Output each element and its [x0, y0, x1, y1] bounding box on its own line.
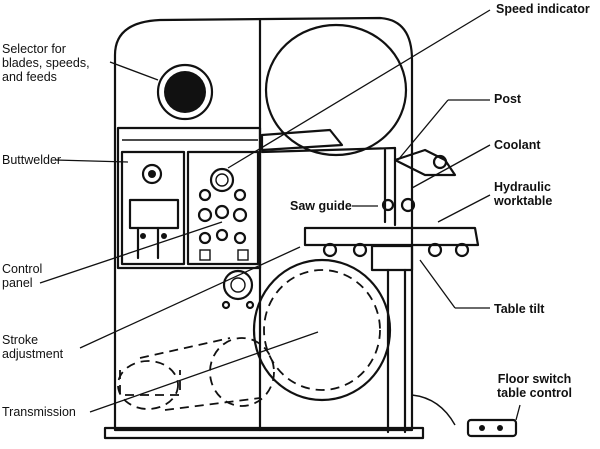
machine-housing: [113, 16, 414, 432]
floor-switch: [466, 418, 518, 438]
selector-dial: [156, 63, 214, 121]
upper-wheel: [264, 23, 408, 157]
label-buttwelder: Buttwelder: [2, 153, 62, 167]
upper-guard: [260, 128, 344, 152]
label-table-tilt: Table tilt: [494, 302, 545, 316]
control-panel-frame: [116, 126, 262, 270]
label-floor-switch: Floor switch table control: [497, 372, 573, 400]
table-tilt-mechanism: [370, 244, 414, 272]
lower-wheel-dashed: [263, 269, 381, 391]
label-speed-indicator: Speed indicator: [496, 2, 590, 16]
label-coolant: Coolant: [494, 138, 541, 152]
label-post: Post: [494, 92, 522, 106]
lower-wheel: [252, 258, 392, 402]
label-control-panel: Control panel: [2, 262, 43, 290]
hydraulic-worktable: [303, 226, 480, 247]
buttwelder-panel: [120, 150, 186, 266]
label-hydraulic-worktable: Hydraulic worktable: [494, 180, 553, 208]
label-saw-guide: Saw guide: [290, 199, 352, 213]
control-panel-box: [186, 150, 260, 266]
label-transmission: Transmission: [2, 405, 76, 419]
selector-dial-face: [164, 71, 206, 113]
machine-base: [103, 426, 425, 440]
label-stroke-adjustment: Stroke adjustment: [2, 333, 64, 361]
label-selector: Selector for blades, speeds, and feeds: [2, 42, 90, 84]
